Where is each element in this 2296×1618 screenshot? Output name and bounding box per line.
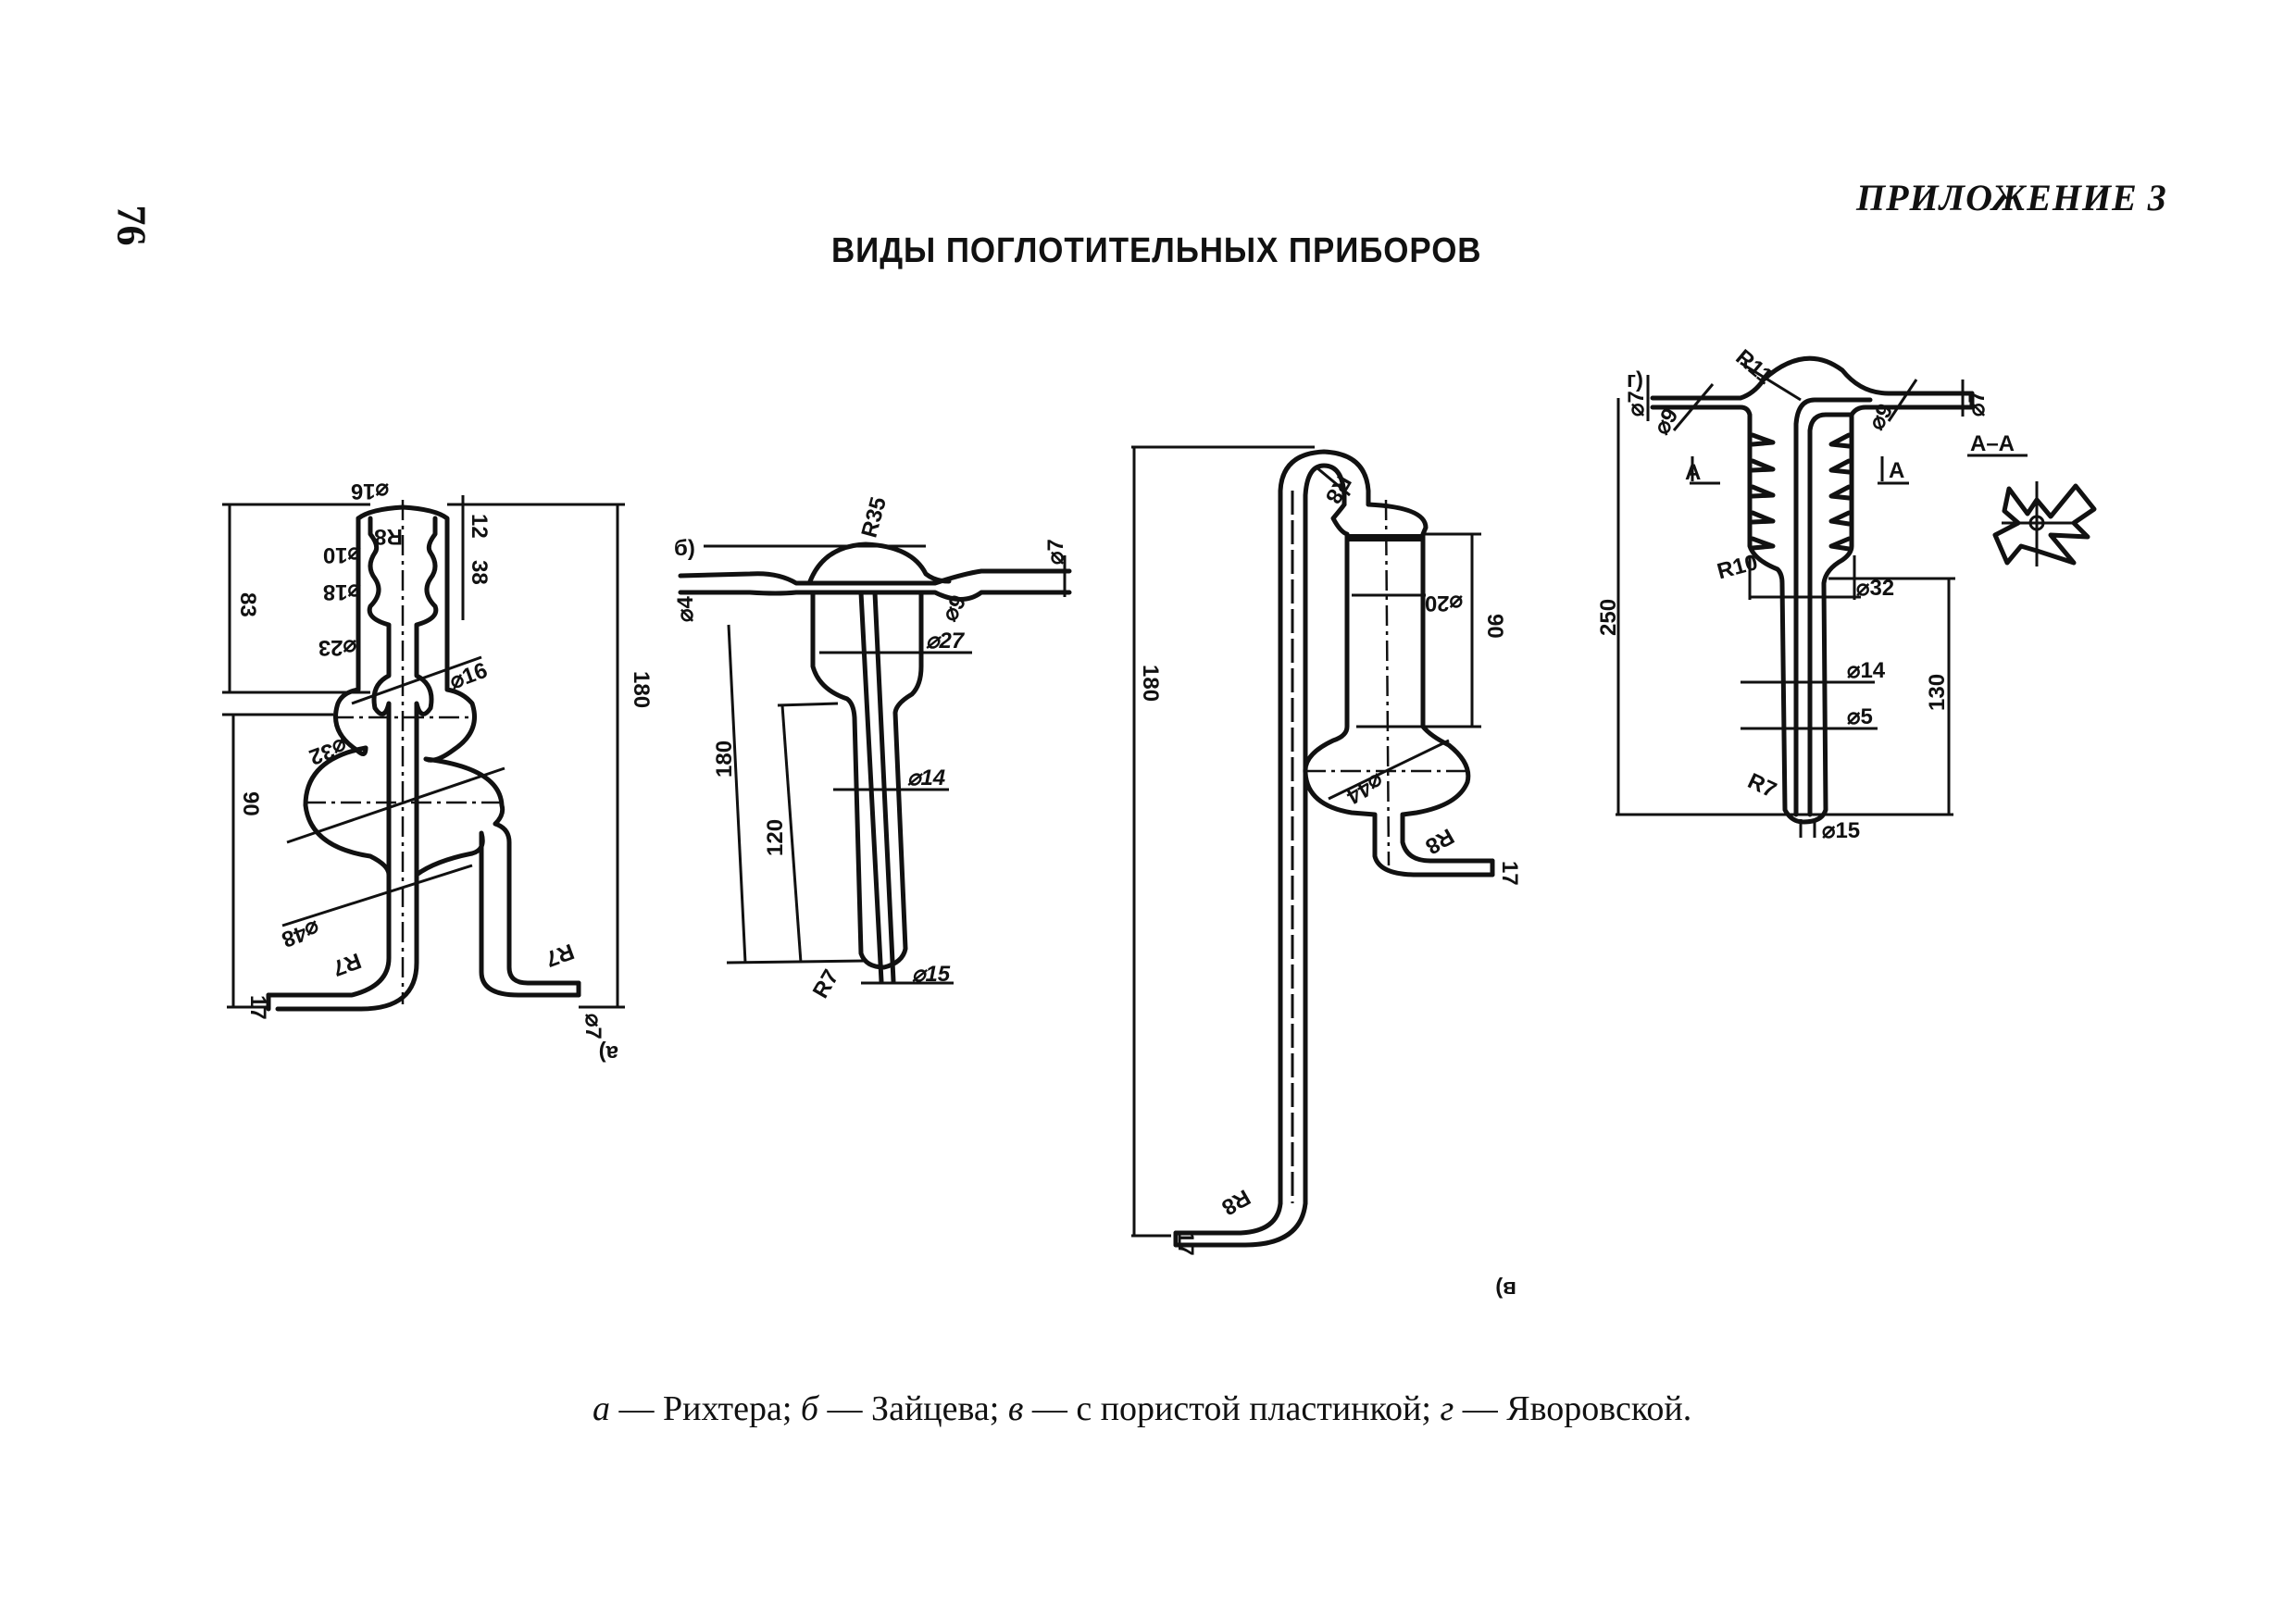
dim-g-250: 250 [1596,599,1621,636]
dim-g-d5: ⌀5 [1847,704,1873,729]
caption-item-g: г — Яворовской. [1440,1389,1692,1428]
figure-caption: а — Рихтера; б — Зайцева; в — с пористой… [593,1388,1691,1429]
dim-a-83: 83 [235,592,260,617]
dim-a-d32: ⌀32 [306,733,350,769]
figure-b-zaitsev: б) R35 ⌀4 ⌀9 ⌀7 ⌀27 ⌀14 ⌀15 180 120 R7 [673,494,1072,1002]
section-a-a-title: А–А [1970,431,2015,456]
dim-a-d48: ⌀48 [279,915,323,952]
right-fins [1828,432,1852,552]
dim-b-180: 180 [712,741,737,778]
figure-b-letter: б) [674,536,695,561]
dim-v-17-right: 17 [1497,861,1522,886]
section-a-a-star [1992,481,2097,566]
caption-item-b: б — Зайцева; [800,1389,1000,1428]
caption-item-a: а — Рихтера; [593,1389,792,1428]
figure-v-letter: в) [1495,1276,1516,1301]
dim-g-r10: R10 [1715,550,1761,584]
dim-a-d7: ⌀7 [580,1014,605,1039]
dim-a-38: 38 [467,560,492,585]
figure-v-porous-plate: 180 R8 ⌀20 90 ⌀44 R8 R8 17 17 в) [1131,445,1522,1301]
dim-b-d15: ⌀15 [912,962,951,987]
dim-b-d27: ⌀27 [926,629,966,653]
dim-g-d9-right: ⌀9 [1864,400,1898,435]
figure-a-richter: ⌀16 12 38 R8 ⌀10 ⌀18 ⌀23 ⌀16 ⌀32 ⌀48 83 … [222,479,654,1065]
section-marker-right: А [1878,456,1909,485]
dim-b-d4: ⌀4 [673,596,698,622]
dim-g-d7-right: ⌀7 [1965,391,1990,417]
figure-a-letter: а) [599,1040,618,1065]
dim-b-120: 120 [763,819,788,856]
dim-g-d32: ⌀32 [1856,576,1894,601]
dim-v-90: 90 [1482,614,1507,639]
figure-g-yavorovskaya: г) R11 ⌀7 ⌀9 [1596,344,2097,843]
dim-v-d20: ⌀20 [1425,591,1463,616]
section-marker-left-label: А [1685,460,1701,485]
dim-v-180: 180 [1138,665,1163,702]
dim-b-d7: ⌀7 [1043,539,1068,565]
dim-a-d18: ⌀18 [323,579,361,604]
figure-g-letter: г) [1627,367,1643,392]
dim-g-d7-left: ⌀7 [1624,391,1649,417]
dim-g-d14: ⌀14 [1847,658,1886,683]
dim-a-d16-top: ⌀16 [351,479,389,504]
dim-v-r8-left: R8 [1217,1184,1254,1220]
caption-item-v: в — с пористой пластинкой; [1007,1389,1431,1428]
dim-v-r8-right: R8 [1421,823,1458,859]
appendix-label: ПРИЛОЖЕНИЕ 3 [1856,177,2167,218]
dim-a-12: 12 [467,514,492,539]
page-title: ВИДЫ ПОГЛОТИТЕЛЬНЫХ ПРИБОРОВ [831,231,1482,270]
dim-a-r7-left: R7 [329,948,364,981]
dim-b-r7: R7 [808,965,844,1002]
dim-a-d10: ⌀10 [323,542,361,567]
dim-b-r35: R35 [856,494,891,541]
dim-a-90: 90 [238,791,263,816]
dim-v-17-left: 17 [1173,1231,1198,1256]
dim-a-180: 180 [629,671,654,708]
dim-a-d16: ⌀16 [446,658,491,694]
dim-a-r8: R8 [374,524,403,549]
dim-g-130: 130 [1925,674,1950,711]
section-marker-left: А [1685,456,1720,485]
section-marker-right-label: А [1889,458,1904,483]
dim-a-d23: ⌀23 [318,635,356,660]
dim-a-r7-right: R7 [542,939,577,972]
dim-g-d15: ⌀15 [1822,818,1860,843]
dim-b-d14: ⌀14 [907,765,945,790]
dim-a-17: 17 [245,995,270,1020]
dim-g-r7: R7 [1744,768,1780,803]
left-fins [1750,432,1776,551]
